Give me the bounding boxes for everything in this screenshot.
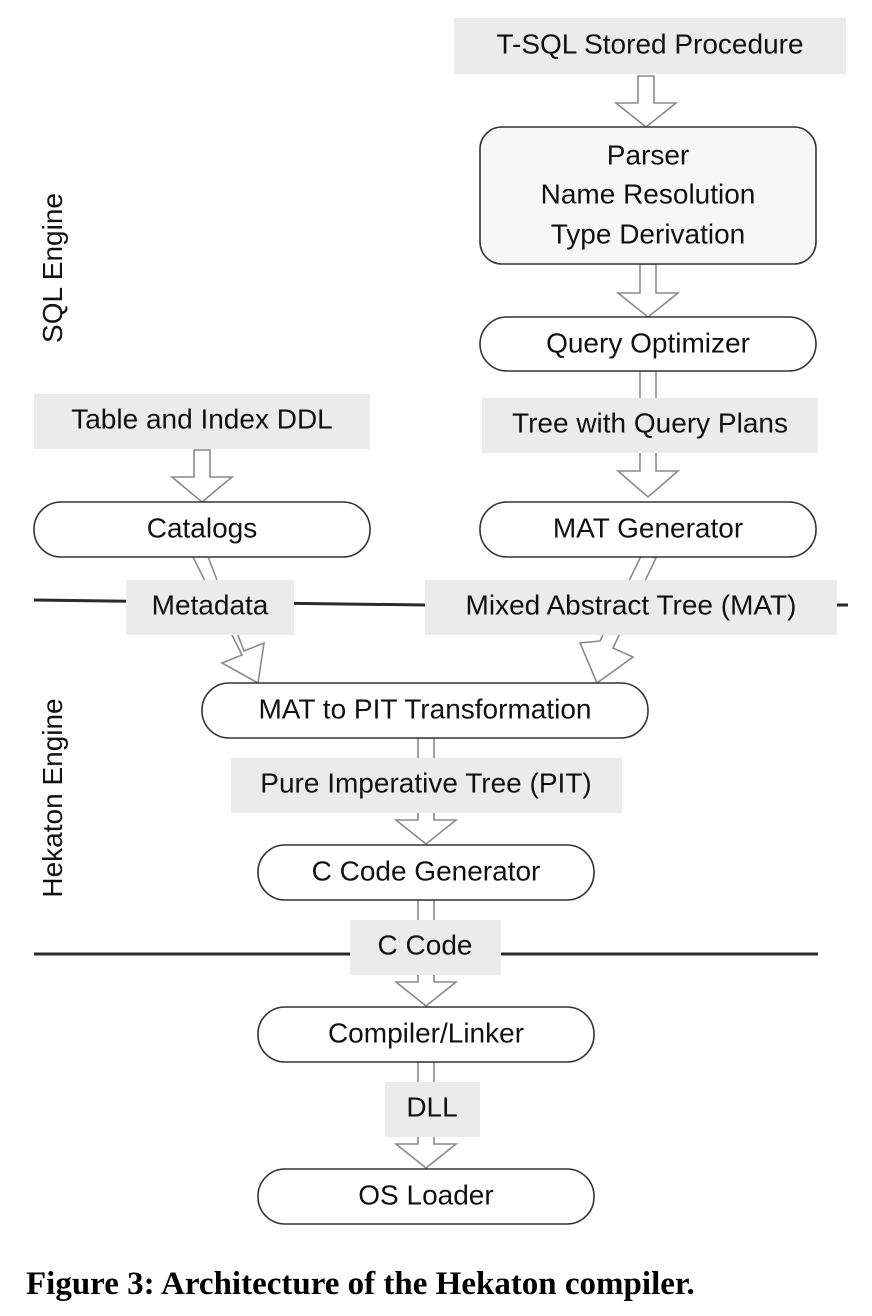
table-and-index-ddl-label: Table and Index DDL	[71, 403, 333, 434]
dll-node: DLL	[385, 1082, 480, 1137]
query-optimizer-label: Query Optimizer	[546, 327, 750, 358]
c-code-generator-node: C Code Generator	[257, 844, 595, 901]
compiler-linker-label: Compiler/Linker	[328, 1017, 524, 1048]
mixed-abstract-tree-node: Mixed Abstract Tree (MAT)	[425, 580, 837, 635]
mat-generator-node: MAT Generator	[479, 501, 817, 558]
pure-imperative-tree-node: Pure Imperative Tree (PIT)	[231, 758, 622, 813]
hekaton-compiler-diagram: SQL Engine Hekaton Engine T-SQL Stored P…	[33, 18, 848, 1225]
parser-line-2: Name Resolution	[541, 178, 756, 209]
c-code-node: C Code	[350, 920, 501, 975]
query-optimizer-node: Query Optimizer	[479, 316, 817, 372]
c-code-label: C Code	[378, 929, 473, 960]
arrow-parser-to-optimizer	[615, 263, 681, 319]
tsql-stored-procedure-node: T-SQL Stored Procedure	[454, 18, 846, 74]
metadata-label: Metadata	[152, 589, 269, 620]
parser-line-3: Type Derivation	[551, 218, 746, 249]
tsql-stored-procedure-label: T-SQL Stored Procedure	[496, 28, 803, 59]
mat-generator-label: MAT Generator	[553, 512, 743, 543]
mixed-abstract-tree-label: Mixed Abstract Tree (MAT)	[466, 589, 797, 620]
catalogs-label: Catalogs	[147, 512, 258, 543]
os-loader-label: OS Loader	[358, 1179, 493, 1210]
dll-label: DLL	[406, 1091, 457, 1122]
catalogs-node: Catalogs	[33, 501, 371, 558]
hekaton-engine-label: Hekaton Engine	[37, 698, 68, 897]
arrow-ddl-to-catalogs	[169, 449, 235, 504]
figure-caption: Figure 3: Architecture of the Hekaton co…	[26, 1266, 695, 1302]
tree-with-query-plans-label: Tree with Query Plans	[512, 407, 788, 438]
table-and-index-ddl-node: Table and Index DDL	[34, 394, 370, 449]
arrow-tsql-to-parser	[613, 75, 679, 129]
metadata-node: Metadata	[126, 580, 294, 635]
os-loader-node: OS Loader	[257, 1168, 595, 1225]
mat-to-pit-label: MAT to PIT Transformation	[258, 693, 591, 724]
compiler-linker-node: Compiler/Linker	[257, 1006, 595, 1063]
parser-line-1: Parser	[607, 139, 689, 170]
parser-node: Parser Name Resolution Type Derivation	[479, 126, 817, 265]
sql-engine-label: SQL Engine	[37, 193, 68, 343]
pure-imperative-tree-label: Pure Imperative Tree (PIT)	[260, 767, 591, 798]
c-code-generator-label: C Code Generator	[312, 855, 541, 886]
tree-with-query-plans-node: Tree with Query Plans	[482, 398, 818, 453]
mat-to-pit-node: MAT to PIT Transformation	[201, 682, 649, 739]
